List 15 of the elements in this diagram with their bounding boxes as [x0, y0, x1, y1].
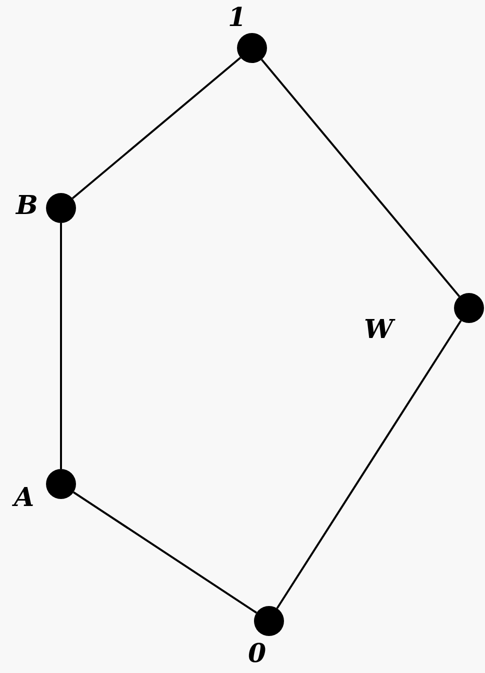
vertex-dot [46, 469, 76, 499]
vertex-label: B [16, 192, 38, 220]
lattice-edge [260, 58, 460, 298]
vertex-label: A [14, 484, 34, 512]
lattice-edge [276, 320, 462, 609]
lattice-edge [72, 56, 242, 200]
vertex-label: W [364, 316, 394, 344]
vertex-label: 0 [248, 640, 266, 668]
vertex-dot [46, 193, 76, 223]
vertex-dot [254, 606, 284, 636]
vertex-dot [237, 33, 267, 63]
lattice-edge [72, 491, 258, 614]
lattice-edge [60, 223, 62, 469]
vertex-dot [454, 293, 484, 323]
vertex-label: 1 [228, 4, 246, 32]
